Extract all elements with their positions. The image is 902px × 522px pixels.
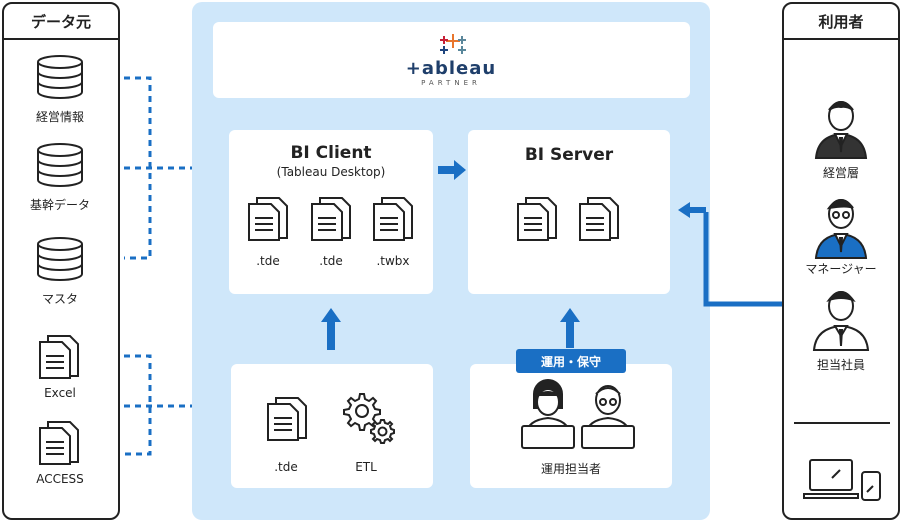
- manager-person-icon: [814, 199, 868, 259]
- operator-label: 運用担当者: [540, 462, 602, 476]
- arrow-up-icon: [321, 308, 341, 350]
- tableau-logo-icon: [440, 34, 466, 54]
- prep-file-label: .tde: [274, 460, 298, 474]
- maintenance-badge: 運用・保守: [516, 349, 626, 373]
- source-label-master: マスタ: [41, 292, 79, 306]
- elbow-arrow-icon: [678, 202, 784, 307]
- document-icon: [267, 397, 307, 441]
- client-file-label: .twbx: [376, 254, 410, 268]
- operator-person-icon: [521, 379, 575, 449]
- document-icon: [517, 197, 557, 241]
- document-icon: [39, 335, 79, 379]
- prep-card: [231, 364, 433, 488]
- bi-client-subtitle: (Tableau Desktop): [276, 165, 386, 179]
- document-icon: [579, 197, 619, 241]
- data-source-title: データ元: [4, 4, 118, 40]
- users-title: 利用者: [784, 4, 898, 40]
- arrow-right-icon: [438, 160, 466, 180]
- operator-person-icon: [581, 385, 635, 449]
- document-icon: [311, 197, 351, 241]
- document-icon: [39, 421, 79, 465]
- file-label-access: ACCESS: [36, 472, 84, 486]
- tableau-wordmark: +ableau: [405, 58, 497, 79]
- panel-divider: [794, 422, 890, 424]
- tableau-partner-label: PARTNER: [421, 79, 481, 87]
- logo-card: [213, 22, 690, 98]
- client-file-label: .tde: [319, 254, 343, 268]
- arrow-up-icon: [560, 308, 580, 348]
- document-icon: [248, 197, 288, 241]
- executive-person-icon: [814, 101, 868, 159]
- bi-server-title: BI Server: [524, 145, 614, 165]
- user-label-employee: 担当社員: [816, 358, 866, 372]
- bi-client-title: BI Client: [290, 143, 372, 163]
- bi-server-card: [468, 130, 670, 294]
- gears-icon: [343, 393, 395, 444]
- database-icon: [37, 55, 83, 99]
- client-file-label: .tde: [256, 254, 280, 268]
- employee-person-icon: [812, 291, 870, 351]
- database-icon: [37, 237, 83, 281]
- etl-label: ETL: [355, 460, 377, 474]
- laptop-icon: [803, 459, 859, 499]
- file-label-excel: Excel: [44, 386, 76, 400]
- users-panel: 利用者: [782, 2, 900, 520]
- smartphone-icon: [861, 471, 881, 501]
- user-label-executive: 経営層: [822, 166, 860, 180]
- source-label-core: 基幹データ: [29, 198, 91, 212]
- document-icon: [373, 197, 413, 241]
- database-icon: [37, 143, 83, 187]
- user-label-manager: マネージャー: [805, 262, 877, 276]
- source-label-management: 経営情報: [35, 110, 85, 124]
